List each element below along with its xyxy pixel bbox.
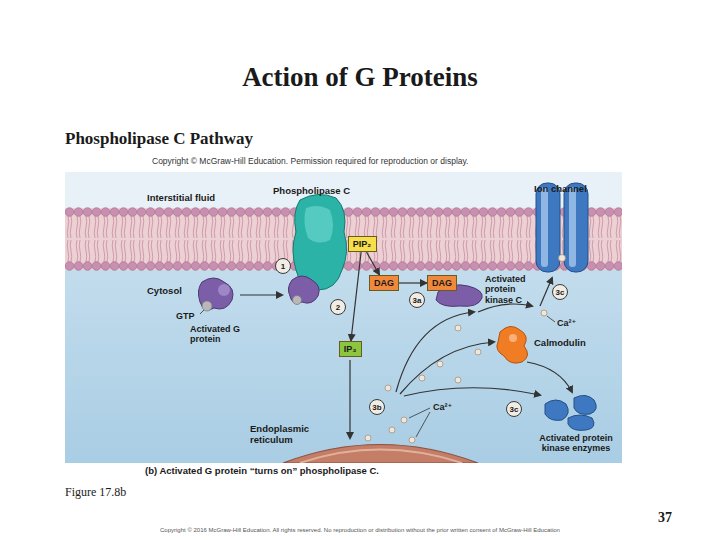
label: Interstitial fluid bbox=[147, 193, 215, 204]
molecule-name: PIP₂ bbox=[353, 239, 372, 249]
label: Activated G protein bbox=[190, 324, 256, 345]
callout-number: 3b bbox=[372, 403, 381, 412]
label: Ca²⁺ bbox=[433, 402, 452, 412]
callout-number: 1 bbox=[281, 262, 285, 271]
label: Activated protein kinase C bbox=[485, 274, 537, 305]
leader-line bbox=[416, 412, 430, 437]
molecule-box: DAG bbox=[369, 275, 399, 291]
molecule-box: IP₃ bbox=[339, 341, 362, 357]
pathway-arrow bbox=[367, 252, 380, 275]
arrow bbox=[349, 360, 350, 438]
er-lumen bbox=[300, 450, 462, 464]
g-protein bbox=[198, 278, 233, 310]
molecule-name: IP₃ bbox=[344, 344, 357, 354]
ion-channel-half bbox=[564, 183, 588, 272]
channel-highlight bbox=[541, 187, 548, 267]
label: Cytosol bbox=[147, 286, 182, 297]
label: 37 bbox=[658, 510, 672, 526]
arrow bbox=[540, 278, 552, 306]
channel-highlight bbox=[569, 187, 576, 267]
label: Ca²⁺ bbox=[557, 318, 576, 328]
cytosol-ground bbox=[65, 172, 622, 463]
callout-number: 3c bbox=[510, 405, 519, 414]
arrow bbox=[240, 294, 282, 295]
leader-line bbox=[409, 408, 430, 418]
molecule-name: DAG bbox=[432, 278, 452, 288]
molecule-box: PIP₂ bbox=[348, 236, 377, 252]
label: Phospholipase C bbox=[273, 186, 350, 197]
ion-channel-half bbox=[536, 183, 560, 272]
label: Figure 17.8b bbox=[65, 486, 126, 500]
callout-number: 3a bbox=[413, 296, 422, 305]
arrow bbox=[396, 312, 474, 392]
arrow bbox=[478, 304, 532, 312]
arrow bbox=[400, 342, 494, 394]
endoplasmic-reticulum bbox=[283, 445, 478, 464]
calcium-ions bbox=[365, 310, 547, 443]
kinase-enzyme bbox=[568, 415, 594, 430]
step-number-circle: 3c bbox=[506, 401, 522, 417]
spacer bbox=[228, 437, 248, 438]
gtp-ball bbox=[202, 301, 212, 311]
label: Copyright © McGraw-Hill Education. Permi… bbox=[152, 157, 468, 167]
label: GTP bbox=[176, 311, 195, 321]
label: Activated protein kinase enzymes bbox=[528, 433, 624, 454]
leader-line bbox=[200, 310, 204, 314]
enzyme-highlight bbox=[304, 206, 333, 243]
calcium-ion bbox=[559, 255, 566, 262]
arrow bbox=[404, 388, 540, 396]
kinase-enzyme bbox=[545, 400, 568, 420]
arrow bbox=[527, 362, 572, 392]
step-number-circle: 2 bbox=[330, 299, 346, 315]
label: Copyright © 2016 McGraw-Hill Education. … bbox=[40, 527, 680, 534]
label: Endoplasmic reticulum bbox=[250, 424, 330, 446]
calmodulin bbox=[497, 326, 528, 363]
kinase-enzyme bbox=[574, 395, 596, 414]
label: Calmodulin bbox=[534, 338, 586, 349]
figure-caption: (b) Activated G protein “turns on” phosp… bbox=[145, 466, 379, 477]
calmodulin-highlight bbox=[509, 334, 517, 342]
step-number-circle: 3c bbox=[552, 284, 568, 300]
molecule-box: DAG bbox=[427, 275, 457, 291]
label: Phospholipase C Pathway bbox=[65, 129, 253, 149]
step-number-circle: 3a bbox=[409, 292, 425, 308]
title: Action of G Proteins bbox=[0, 62, 720, 93]
step-number-circle: 3b bbox=[369, 399, 385, 415]
leader-line bbox=[547, 316, 555, 322]
gtp-ball bbox=[293, 296, 302, 305]
label: Ion channel bbox=[534, 184, 587, 195]
callout-number: 3c bbox=[556, 288, 565, 297]
molecule-name: DAG bbox=[374, 278, 394, 288]
step-number-circle: 1 bbox=[275, 258, 291, 274]
g-protein-subunit bbox=[218, 284, 230, 296]
callout-number: 2 bbox=[336, 303, 340, 312]
pathway-arrow bbox=[399, 282, 427, 283]
pathway-arrow bbox=[351, 252, 361, 341]
